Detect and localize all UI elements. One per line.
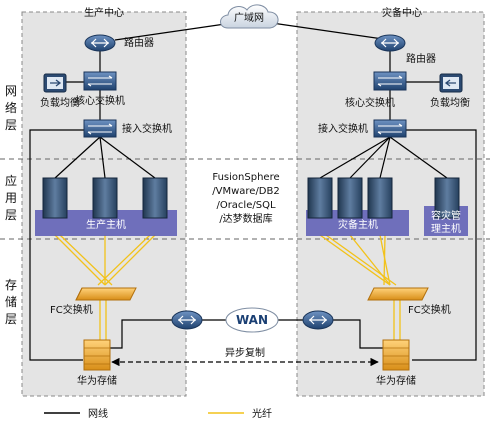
left-load-balancer-icon xyxy=(43,73,67,93)
right-access-host2-link xyxy=(349,136,391,179)
production-hosts-label: 生产主机 xyxy=(86,218,126,231)
right-router-storage-link xyxy=(333,319,383,349)
storage-layer-char: 储 xyxy=(5,294,17,309)
storage-layer-label: 存 储 层 xyxy=(5,278,17,326)
network-layer-char: 层 xyxy=(5,118,17,132)
network-links xyxy=(29,22,477,367)
right-router-label: 路由器 xyxy=(406,52,436,65)
left-access-switch-label: 接入交换机 xyxy=(122,122,172,135)
right-fc-switch-icon xyxy=(367,287,429,301)
left-wan-router-icon xyxy=(171,310,203,330)
left-fc-switch-label: FC交换机 xyxy=(50,303,93,316)
legend-fiber-label: 光纤 xyxy=(252,407,272,420)
left-fc-switch-icon xyxy=(75,287,137,301)
left-access-host2-link xyxy=(99,136,106,179)
fiber-links xyxy=(54,234,401,340)
right-storage-label: 华为存储 xyxy=(376,374,416,387)
left-access-storage-link xyxy=(29,129,84,361)
server-icon xyxy=(367,177,393,219)
app-layer-char: 层 xyxy=(5,208,17,222)
left-core-switch-icon xyxy=(83,71,117,91)
dr-mgmt-host-group: 容灾管 理主机 xyxy=(424,177,468,236)
server-icon xyxy=(434,177,460,219)
left-storage-wan-router-link xyxy=(107,319,172,349)
left-fiber-host1-b xyxy=(59,234,113,286)
right-storage-icon xyxy=(382,339,410,371)
platform-line: /Oracle/SQL xyxy=(216,200,275,211)
left-load-balancer-label: 负载均衡 xyxy=(40,96,80,109)
legend-network-line-label: 网线 xyxy=(88,407,108,420)
network-layer-char: 络 xyxy=(5,100,17,115)
left-router-label: 路由器 xyxy=(124,36,154,49)
left-core-switch-label: 核心交换机 xyxy=(75,94,125,107)
wan-oval: WAN xyxy=(225,307,279,333)
left-fiber-host3-b xyxy=(97,234,151,286)
app-layer-char: 用 xyxy=(5,191,17,205)
left-router-icon xyxy=(84,34,116,52)
dr-mgmt-host-label: 容灾管 xyxy=(431,209,461,222)
right-router-icon xyxy=(374,34,406,52)
left-fiber-host1 xyxy=(54,234,106,286)
left-access-host1-link xyxy=(54,136,101,179)
platform-list: FusionSphere /VMware/DB2 /Oracle/SQL /达梦… xyxy=(212,172,279,225)
dr-hosts-group: 灾备主机 xyxy=(306,177,409,236)
right-access-switch-icon xyxy=(373,119,407,138)
platform-line: /VMware/DB2 xyxy=(212,186,279,197)
left-storage-icon xyxy=(83,339,111,371)
right-access-host1-link xyxy=(319,136,391,179)
right-fiber-host3-b xyxy=(383,234,386,286)
left-access-host3-link xyxy=(99,136,156,179)
app-layer-label: 应 用 层 xyxy=(5,173,17,222)
wan-cloud-icon: 广域网 xyxy=(220,4,279,29)
storage-layer-char: 层 xyxy=(5,312,17,326)
server-icon xyxy=(142,177,168,219)
left-fiber-host3 xyxy=(104,234,156,286)
app-layer-char: 应 xyxy=(5,173,17,188)
legend: 网线 光纤 xyxy=(44,407,272,420)
dr-hosts-label: 灾备主机 xyxy=(338,218,378,231)
async-replication-label: 异步复制 xyxy=(225,346,265,359)
left-router-wan-link xyxy=(114,22,233,41)
storage-layer-char: 存 xyxy=(5,278,17,292)
platform-line: /达梦数据库 xyxy=(219,212,272,225)
platform-line: FusionSphere xyxy=(212,172,279,183)
right-router-wan-link xyxy=(271,22,391,41)
network-layer-label: 网 络 层 xyxy=(5,84,17,132)
right-wan-router-icon xyxy=(302,310,334,330)
left-storage-label: 华为存储 xyxy=(77,374,117,387)
dr-center-title: 灾备中心 xyxy=(382,6,422,19)
production-center-title: 生产中心 xyxy=(84,6,124,19)
wan-cloud-label: 广域网 xyxy=(234,11,264,24)
server-icon xyxy=(92,177,118,219)
right-fiber-host1 xyxy=(319,234,391,286)
right-access-storage-link xyxy=(406,129,477,361)
right-access-mgmt-host-link xyxy=(389,136,448,179)
right-core-switch-icon xyxy=(373,71,407,91)
right-core-switch-label: 核心交换机 xyxy=(345,96,395,109)
right-access-switch-label: 接入交换机 xyxy=(318,122,368,135)
server-icon xyxy=(307,177,333,219)
dr-mgmt-host-label: 理主机 xyxy=(431,222,461,235)
right-load-balancer-label: 负载均衡 xyxy=(430,96,470,109)
left-access-switch-icon xyxy=(83,119,117,138)
right-load-balancer-icon xyxy=(439,73,463,93)
network-layer-char: 网 xyxy=(5,84,17,98)
server-icon xyxy=(42,177,68,219)
server-icon xyxy=(337,177,363,219)
wan-label: WAN xyxy=(236,313,268,327)
right-fc-switch-label: FC交换机 xyxy=(408,303,451,316)
right-access-host3-link xyxy=(379,136,391,179)
production-hosts-group: 生产主机 xyxy=(35,177,177,236)
